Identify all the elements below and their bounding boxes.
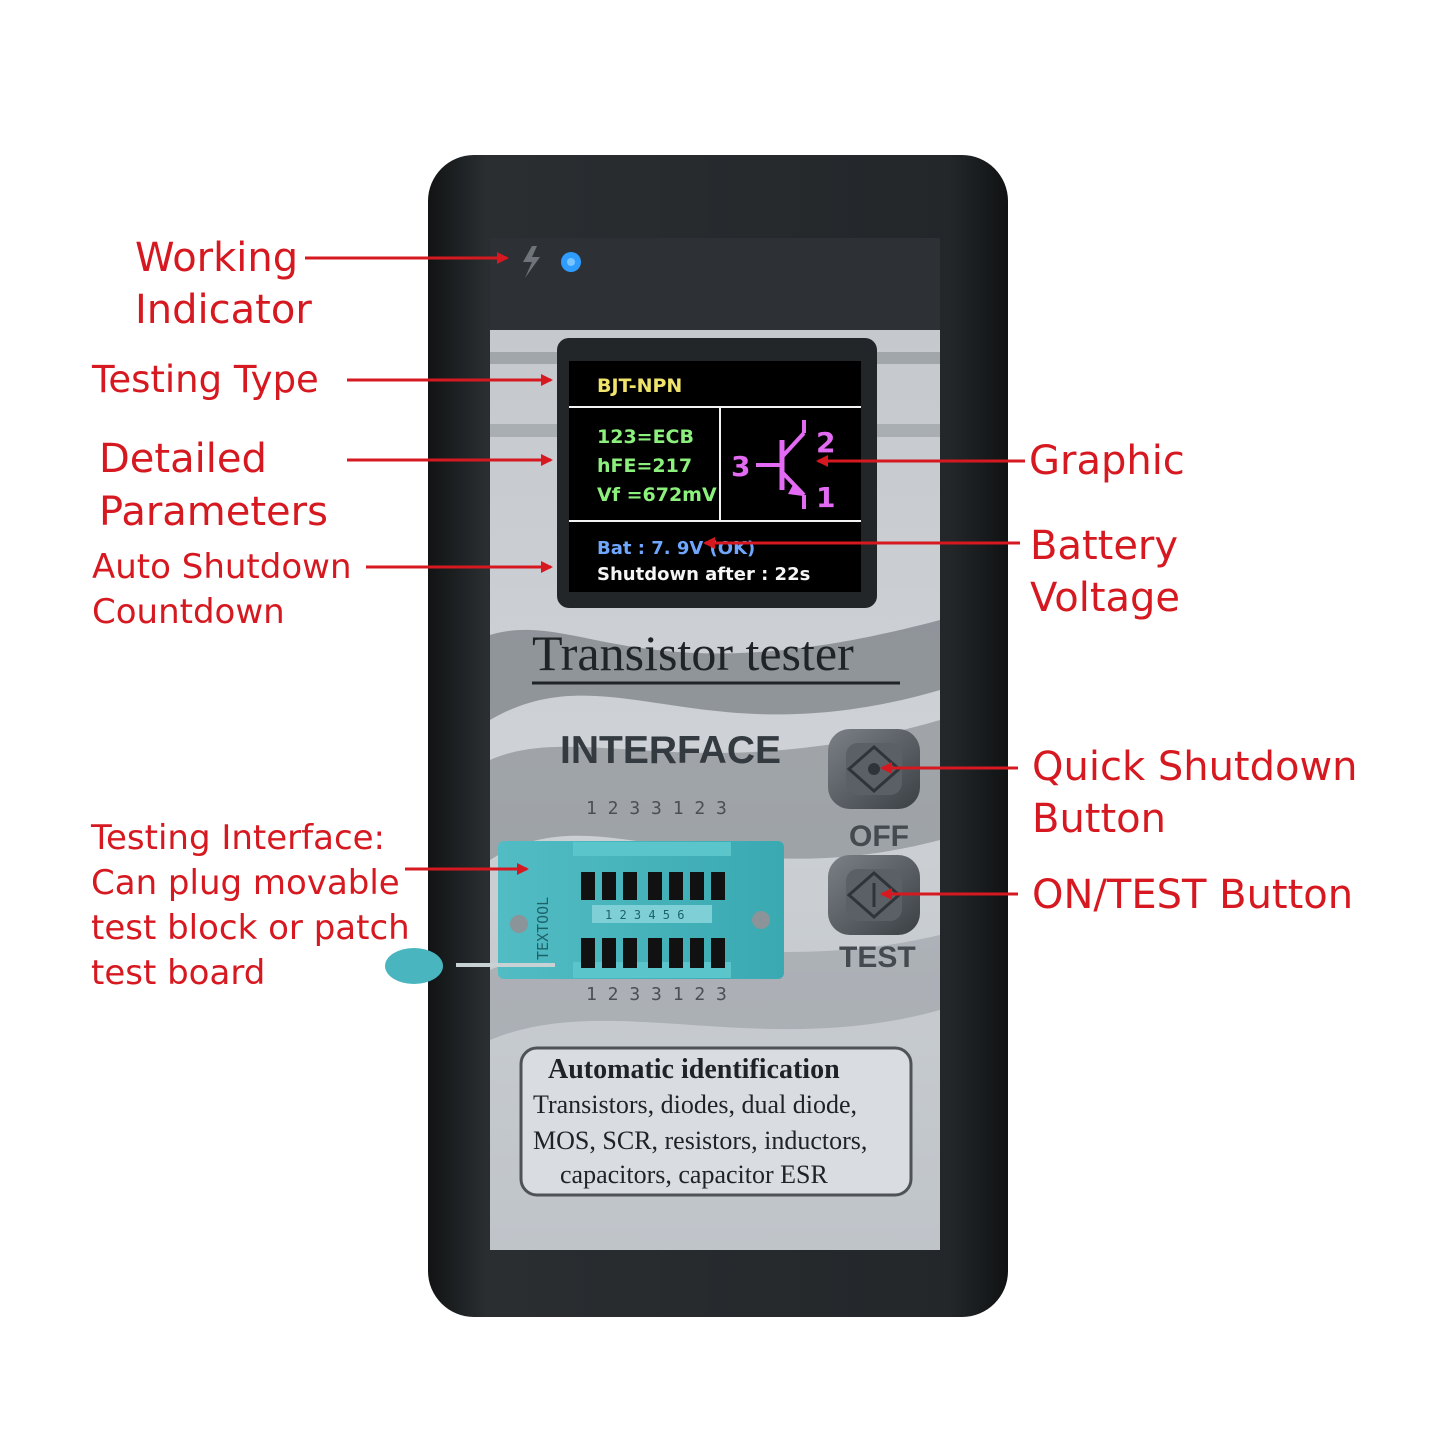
callout-testing-interface: Testing Interface: Can plug movable test… bbox=[91, 816, 410, 996]
callout-working-indicator-line-2: Indicator bbox=[135, 287, 312, 333]
led-highlight bbox=[567, 258, 575, 266]
callout-detailed-parameters: Detailed Parameters bbox=[99, 433, 328, 539]
socket-hole bbox=[648, 938, 662, 968]
socket-top-rail bbox=[573, 842, 731, 856]
battery-status: OK) bbox=[718, 538, 755, 559]
test-label: TEST bbox=[839, 941, 916, 974]
socket-hole bbox=[690, 872, 704, 900]
testing-type-text: BJT-NPN bbox=[597, 375, 682, 397]
socket-hole bbox=[581, 872, 595, 900]
transistor-graphic: 3 2 1 bbox=[731, 420, 835, 514]
wave-decor-1 bbox=[490, 620, 940, 720]
indicator-area bbox=[523, 246, 581, 278]
pin-1-label: 1 bbox=[816, 481, 835, 514]
param-line-1: 123=ECB bbox=[597, 426, 694, 448]
callout-auto-shutdown-line-2: Countdown bbox=[92, 592, 285, 632]
info-box: Automatic identification Transistors, di… bbox=[519, 1046, 913, 1197]
socket-center-label: 1 2 3 4 5 6 bbox=[605, 908, 684, 922]
socket-hole bbox=[623, 872, 637, 900]
off-label: OFF bbox=[849, 820, 909, 853]
callout-detailed-parameters-line-1: Detailed bbox=[99, 436, 267, 482]
info-line-2: MOS, SCR, resistors, inductors, bbox=[533, 1126, 867, 1155]
callout-testing-interface-line-3: test block or patch bbox=[91, 908, 410, 948]
callout-quick-shutdown: Quick Shutdown Button bbox=[1032, 741, 1358, 845]
callout-auto-shutdown: Auto Shutdown Countdown bbox=[92, 545, 352, 635]
socket-screw-left bbox=[510, 915, 528, 933]
info-box-frame bbox=[519, 1046, 913, 1197]
callout-battery-voltage-line-2: Voltage bbox=[1030, 575, 1181, 621]
lcd-panel bbox=[569, 361, 861, 592]
emitter-lead bbox=[780, 470, 806, 497]
socket-side-label: TEXTOOL bbox=[534, 897, 552, 960]
callout-testing-type-line-1: Testing Type bbox=[92, 358, 319, 401]
callout-arrows bbox=[305, 252, 1025, 900]
zif-socket[interactable]: 1 2 3 4 5 6 TEXTOOL bbox=[385, 841, 784, 984]
callout-graphic-line-1: Graphic bbox=[1029, 438, 1185, 484]
socket-hole bbox=[669, 872, 683, 900]
interface-label: INTERFACE bbox=[560, 729, 781, 772]
socket-hole bbox=[648, 872, 662, 900]
lcd-screen: BJT-NPN 123=ECB hFE=217 Vf =672mV 3 2 1 … bbox=[557, 338, 877, 608]
socket-hole bbox=[623, 938, 637, 968]
param-line-2: hFE=217 bbox=[597, 455, 692, 477]
emitter-arrow-icon bbox=[788, 483, 803, 496]
socket-hole bbox=[711, 872, 725, 900]
device-title: Transistor tester bbox=[532, 625, 854, 681]
callout-testing-type: Testing Type bbox=[92, 357, 319, 403]
pin-row-top: 1 2 3 3 1 2 3 bbox=[586, 798, 727, 819]
info-line-1: Transistors, diodes, dual diode, bbox=[533, 1090, 857, 1119]
lever-knob[interactable] bbox=[385, 948, 443, 984]
callout-on-test: ON/TEST Button bbox=[1032, 871, 1353, 919]
diamond-icon bbox=[846, 745, 902, 793]
callout-battery-voltage-line-1: Battery bbox=[1030, 523, 1179, 569]
callout-auto-shutdown-line-1: Auto Shutdown bbox=[92, 547, 352, 587]
callout-on-test-line-1: ON/TEST Button bbox=[1032, 872, 1354, 918]
socket-hole bbox=[711, 938, 725, 968]
off-button[interactable] bbox=[828, 729, 920, 809]
callout-testing-interface-line-4: test board bbox=[91, 953, 266, 993]
callout-battery-voltage: Battery Voltage bbox=[1030, 520, 1180, 624]
battery-text: Bat : 7. 9V (OK) bbox=[597, 538, 755, 559]
info-title: Automatic identification bbox=[548, 1054, 840, 1085]
callout-quick-shutdown-line-1: Quick Shutdown bbox=[1032, 744, 1358, 790]
wave-decor-2 bbox=[490, 720, 940, 860]
shutdown-text: Shutdown after : 22s bbox=[597, 564, 810, 585]
test-button[interactable] bbox=[828, 855, 920, 935]
device-labels: Transistor tester INTERFACE 1 2 3 3 1 2 … bbox=[532, 625, 916, 1005]
lightning-icon bbox=[523, 246, 540, 278]
socket-holes-top bbox=[581, 872, 725, 900]
pin-row-bottom: 1 2 3 3 1 2 3 bbox=[586, 984, 727, 1005]
socket-hole bbox=[602, 938, 616, 968]
callout-quick-shutdown-line-2: Button bbox=[1032, 796, 1166, 842]
pin-3-label: 3 bbox=[731, 450, 750, 483]
callout-working-indicator: Working Indicator bbox=[135, 232, 312, 336]
socket-holes-bottom bbox=[581, 938, 725, 968]
callout-graphic: Graphic bbox=[1029, 437, 1185, 485]
callout-detailed-parameters-line-2: Parameters bbox=[99, 489, 328, 535]
socket-hole bbox=[581, 938, 595, 968]
socket-hole bbox=[669, 938, 683, 968]
param-line-3: Vf =672mV bbox=[597, 484, 717, 506]
battery-prefix: Bat : 7. 9V ( bbox=[597, 538, 718, 559]
info-line-3: capacitors, capacitor ESR bbox=[560, 1160, 828, 1189]
top-dark-band bbox=[490, 238, 940, 330]
socket-screw-right bbox=[752, 911, 770, 929]
callout-testing-interface-line-1: Testing Interface: bbox=[91, 818, 386, 858]
diamond-test-icon bbox=[846, 871, 902, 919]
callout-working-indicator-line-1: Working bbox=[135, 235, 299, 281]
collector-lead bbox=[780, 431, 806, 459]
pin-2-label: 2 bbox=[816, 426, 835, 459]
socket-hole bbox=[602, 872, 616, 900]
socket-hole bbox=[690, 938, 704, 968]
socket-center-label-bg bbox=[592, 905, 712, 923]
callout-testing-interface-line-2: Can plug movable bbox=[91, 863, 400, 903]
power-dot-icon bbox=[868, 763, 880, 775]
